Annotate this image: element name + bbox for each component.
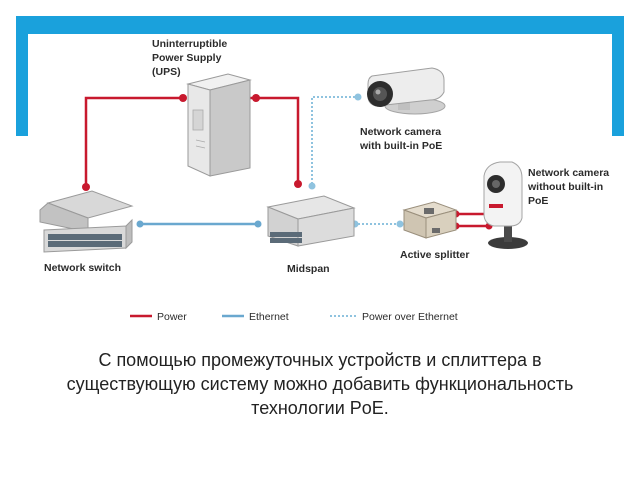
poe-network-diagram: Uninterruptible Power Supply (UPS) Netwo…	[39, 38, 612, 323]
ups-device	[186, 73, 252, 177]
active-splitter-device	[402, 201, 458, 239]
legend-poe-label: Power over Ethernet	[362, 311, 458, 323]
label-active-splitter: Active splitter	[400, 249, 469, 261]
network-switch-device	[39, 190, 134, 253]
power-connector-dots	[82, 94, 493, 230]
power-line-ups-to-switch	[84, 96, 186, 188]
slide-caption: С помощью промежуточных устройств и спли…	[66, 350, 574, 418]
network-camera-nopoe	[483, 161, 528, 249]
legend-power-label: Power	[157, 311, 187, 323]
label-camera-nopoe: Network camera without built-in PoE	[527, 167, 612, 207]
label-ups: Uninterruptible Power Supply (UPS)	[152, 38, 230, 78]
label-camera-poe: Network camera with built-in PoE	[359, 126, 444, 152]
label-network-switch: Network switch	[44, 262, 121, 274]
poe-line-midspan-to-camera	[311, 96, 358, 184]
label-midspan: Midspan	[287, 263, 330, 275]
legend: Power Ethernet Power over Ethernet	[130, 311, 458, 323]
power-line-ups-to-midspan	[250, 96, 300, 184]
midspan-device	[266, 195, 356, 247]
network-camera-poe	[367, 67, 446, 115]
ethernet-connector-dots	[136, 220, 262, 228]
poe-lines	[311, 96, 400, 225]
legend-ethernet-label: Ethernet	[249, 311, 289, 323]
